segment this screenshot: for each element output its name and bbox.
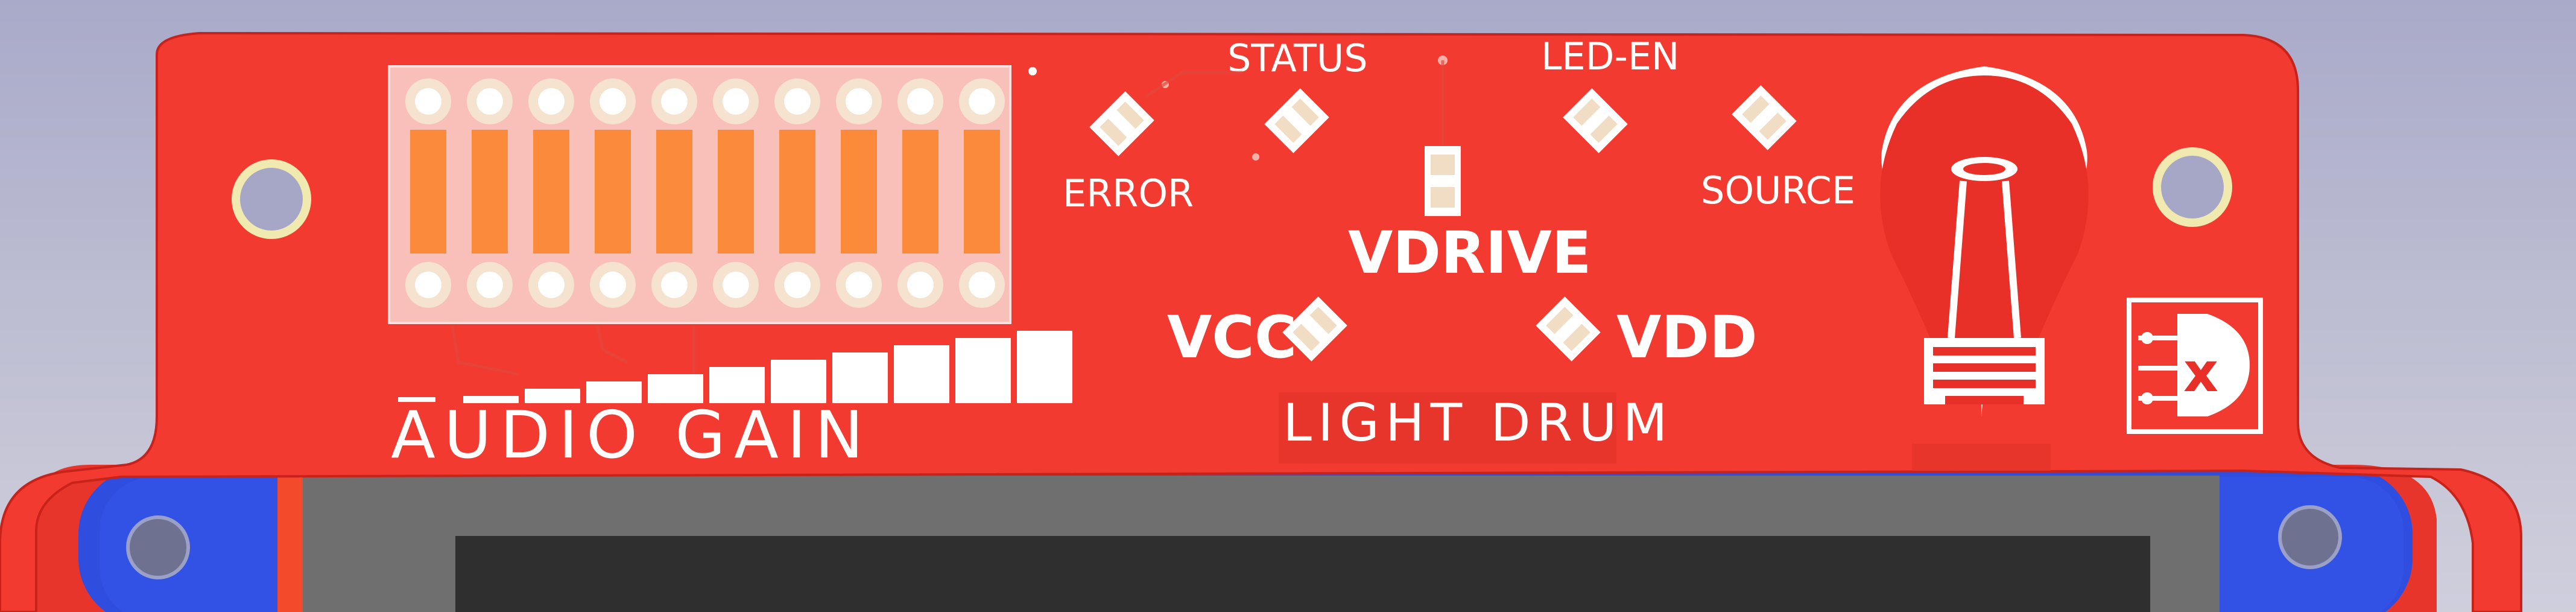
gain-step xyxy=(586,381,642,403)
bar-segment xyxy=(897,78,943,308)
board-title: LIGHT DRUM xyxy=(1283,393,1674,453)
bar-segment xyxy=(836,78,882,308)
pcb-traces xyxy=(451,60,1445,376)
audio-gain-label: AUDIO GAIN xyxy=(391,398,872,473)
gain-step xyxy=(832,352,888,403)
smd-led-icon xyxy=(1089,91,1154,156)
light-bulb-icon xyxy=(1880,66,2089,416)
smd-led-icon xyxy=(1536,296,1601,362)
gain-step xyxy=(648,374,703,403)
audio-gain-overline xyxy=(398,397,435,402)
gain-step xyxy=(709,367,765,403)
mounting-hole-icon xyxy=(2278,505,2342,569)
bar-segment xyxy=(467,78,513,308)
bar-segment xyxy=(590,78,636,308)
gain-step xyxy=(894,345,949,403)
smd-led-icon xyxy=(1425,146,1461,216)
mounting-hole-icon xyxy=(126,515,190,579)
display-carrier-board xyxy=(36,465,2437,612)
bar-segment xyxy=(528,78,574,308)
board-mounting-holes xyxy=(232,147,2232,239)
bar-segment xyxy=(651,78,697,308)
smd-led-icon xyxy=(1563,88,1628,153)
gain-step xyxy=(1017,331,1072,403)
gain-step xyxy=(771,360,826,403)
smd-led-icon xyxy=(1732,85,1797,150)
led-indicators xyxy=(1028,56,1797,362)
status-label: STATUS xyxy=(1227,36,1368,80)
display-glass xyxy=(455,536,2150,612)
dx-logo-letter: x xyxy=(2183,341,2218,404)
bar-segment xyxy=(405,78,451,308)
vcc-label: VCC xyxy=(1167,304,1297,371)
smd-led-icon xyxy=(1282,296,1347,362)
error-label: ERROR xyxy=(1063,171,1194,215)
smd-led-icon xyxy=(1264,88,1329,153)
bar-graph-led-array xyxy=(388,65,1011,324)
gain-step xyxy=(955,338,1011,403)
bar-segment xyxy=(774,78,820,308)
audio-gain-staircase xyxy=(463,331,1072,403)
gain-step xyxy=(463,396,519,403)
led-en-label: LED-EN xyxy=(1541,34,1679,78)
source-label: SOURCE xyxy=(1701,168,1855,212)
bar-segment xyxy=(959,78,1005,308)
vdd-label: VDD xyxy=(1616,304,1758,371)
vdrive-label: VDRIVE xyxy=(1348,219,1592,287)
bar-segment xyxy=(713,78,759,308)
dx-logo-icon: x xyxy=(2127,298,2263,434)
gain-step xyxy=(525,389,580,403)
